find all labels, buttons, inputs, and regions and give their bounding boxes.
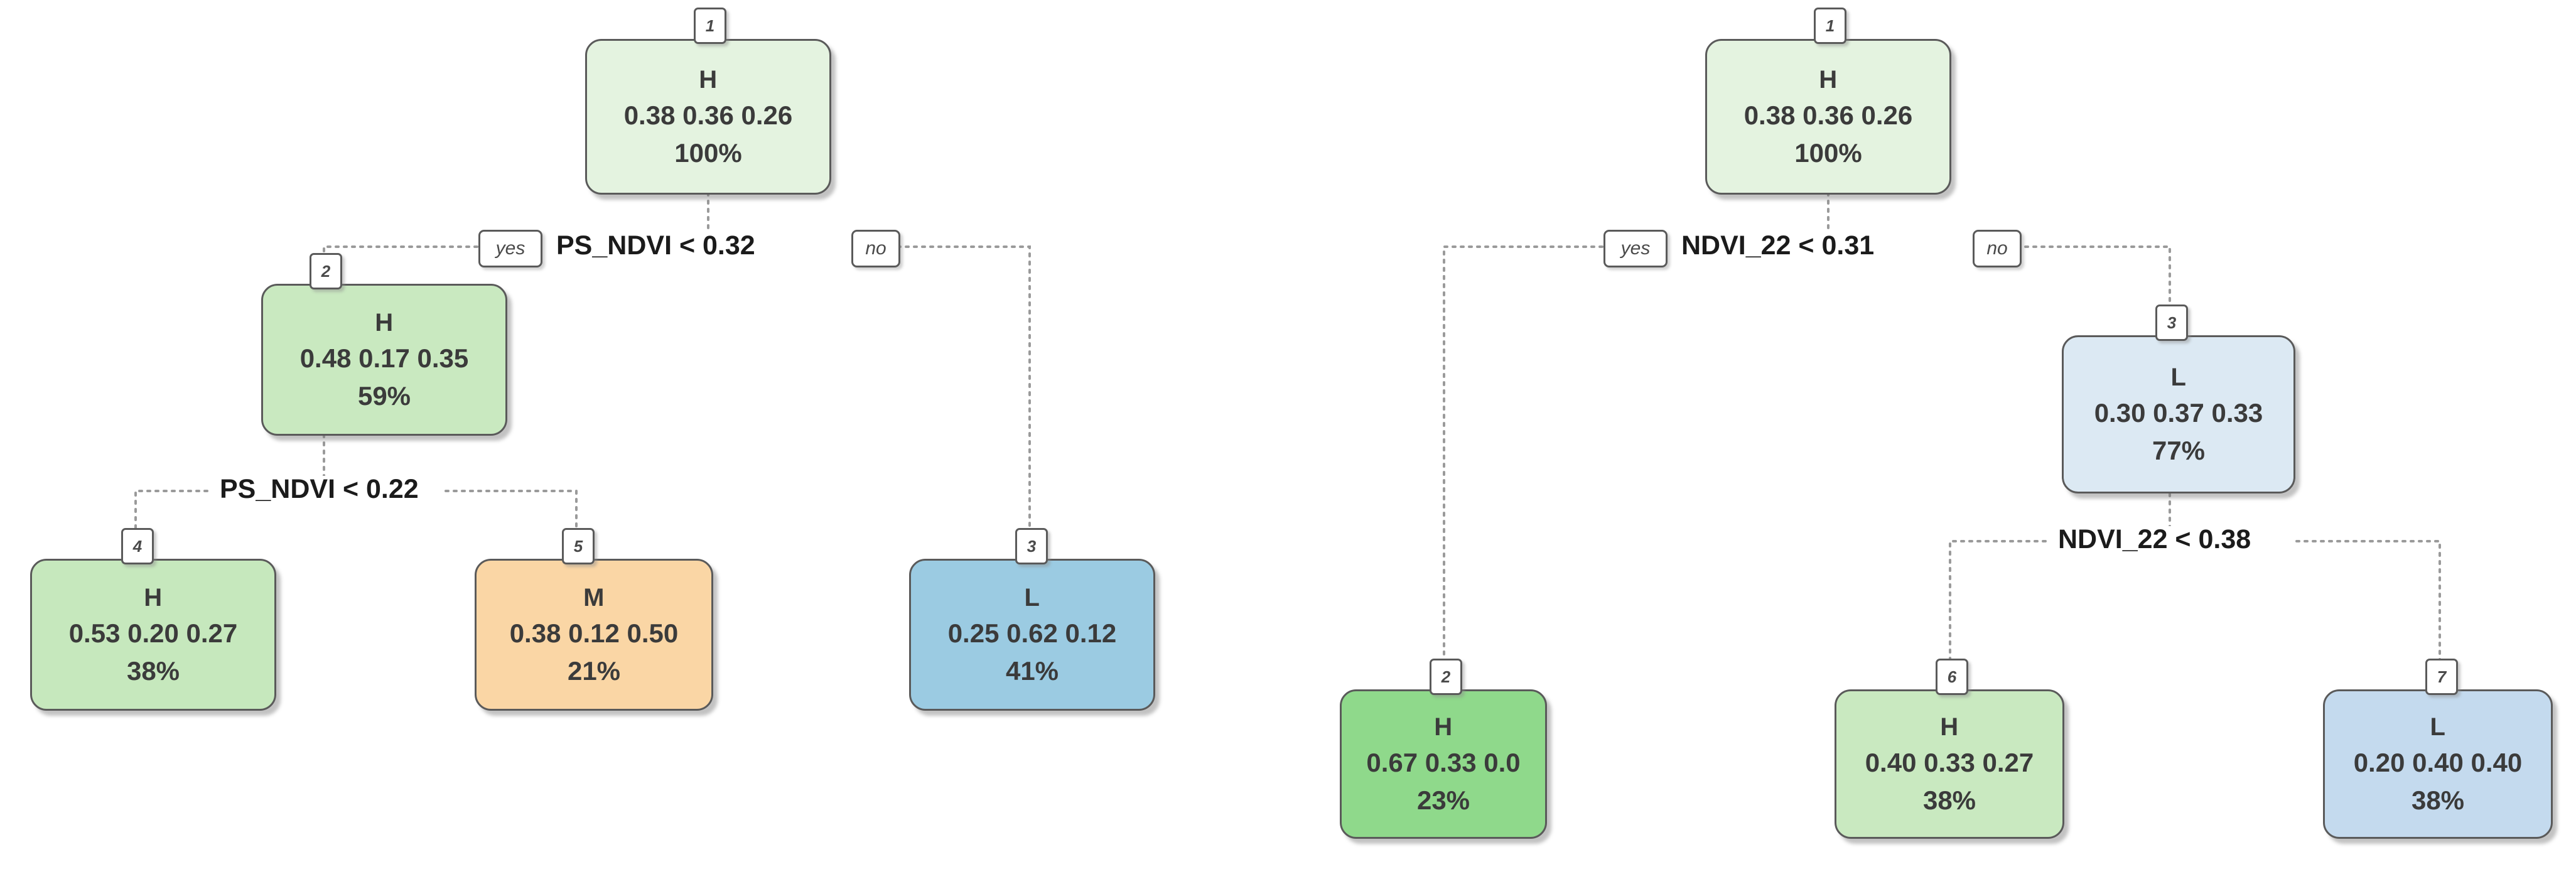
- node-id-tab-left-2: 2: [310, 253, 342, 289]
- node-probabilities: 0.30 0.37 0.33: [2094, 398, 2263, 428]
- node-class-label: L: [2170, 364, 2187, 391]
- split-label-left-2: PS_NDVI < 0.22: [213, 476, 425, 503]
- node-class-label: M: [583, 584, 605, 612]
- node-class-label: L: [1024, 584, 1040, 612]
- node-class-label: H: [1819, 66, 1838, 94]
- node-probabilities: 0.25 0.62 0.12: [947, 618, 1117, 648]
- split-label-left-1: PS_NDVI < 0.32: [550, 232, 762, 259]
- tree-node-right-2[interactable]: H 0.67 0.33 0.0 23%: [1340, 689, 1547, 839]
- node-percent: 77%: [2152, 436, 2206, 465]
- tree-node-right-3[interactable]: L 0.30 0.37 0.33 77%: [2062, 335, 2295, 493]
- node-id-tab-right-3: 3: [2155, 305, 2188, 341]
- node-probabilities: 0.38 0.36 0.26: [623, 100, 793, 130]
- tree-node-left-2[interactable]: H 0.48 0.17 0.35 59%: [261, 284, 507, 436]
- tree-node-left-5[interactable]: M 0.38 0.12 0.50 21%: [475, 559, 713, 711]
- node-id-tab-left-4: 4: [121, 528, 154, 564]
- node-probabilities: 0.40 0.33 0.27: [1865, 748, 2034, 777]
- node-id-tab-left-1: 1: [694, 8, 726, 44]
- branch-label-no-right-1: no: [1973, 230, 2022, 267]
- node-probabilities: 0.53 0.20 0.27: [68, 618, 238, 648]
- node-id-tab-right-1: 1: [1814, 8, 1846, 44]
- node-percent: 21%: [567, 656, 621, 686]
- edge-right-1-3: [2016, 245, 2171, 337]
- node-id-tab-left-3: 3: [1015, 528, 1048, 564]
- node-probabilities: 0.48 0.17 0.35: [299, 343, 469, 373]
- tree-node-right-7[interactable]: L 0.20 0.40 0.40 38%: [2323, 689, 2553, 839]
- tree-node-right-6[interactable]: H 0.40 0.33 0.27 38%: [1835, 689, 2064, 839]
- branch-label-no-left-1: no: [851, 230, 900, 267]
- node-probabilities: 0.67 0.33 0.0: [1366, 748, 1521, 777]
- node-id-tab-right-2: 2: [1430, 659, 1462, 695]
- node-percent: 38%: [1922, 785, 1976, 815]
- node-class-label: L: [2430, 713, 2446, 741]
- node-percent: 59%: [357, 381, 411, 411]
- split-label-right-2: NDVI_22 < 0.38: [2052, 526, 2258, 553]
- node-class-label: H: [144, 584, 163, 612]
- node-percent: 38%: [2411, 785, 2465, 815]
- node-id-tab-right-7: 7: [2425, 659, 2458, 695]
- node-percent: 23%: [1416, 785, 1470, 815]
- node-probabilities: 0.38 0.36 0.26: [1743, 100, 1913, 130]
- edge-left-1-3: [888, 245, 1031, 560]
- node-class-label: H: [375, 309, 394, 337]
- node-percent: 41%: [1005, 656, 1059, 686]
- edge-left-2-5: [445, 490, 578, 560]
- edge-left-1-2: [323, 245, 478, 285]
- edge-right-1-2: [1443, 245, 1603, 691]
- tree-node-left-1[interactable]: H 0.38 0.36 0.26 100%: [585, 39, 831, 195]
- tree-node-left-3[interactable]: L 0.25 0.62 0.12 41%: [909, 559, 1155, 711]
- tree-node-left-4[interactable]: H 0.53 0.20 0.27 38%: [30, 559, 276, 711]
- node-probabilities: 0.38 0.12 0.50: [509, 618, 679, 648]
- node-percent: 100%: [674, 138, 742, 168]
- tree-node-right-1[interactable]: H 0.38 0.36 0.26 100%: [1705, 39, 1951, 195]
- edge-right-3-7: [2295, 540, 2441, 691]
- node-percent: 38%: [126, 656, 180, 686]
- node-class-label: H: [1434, 713, 1453, 741]
- node-id-tab-right-6: 6: [1936, 659, 1968, 695]
- split-label-right-1: NDVI_22 < 0.31: [1675, 232, 1881, 259]
- node-id-tab-left-5: 5: [562, 528, 595, 564]
- node-percent: 100%: [1794, 138, 1862, 168]
- branch-label-yes-left-1: yes: [478, 230, 542, 267]
- node-class-label: H: [1940, 713, 1959, 741]
- node-class-label: H: [699, 66, 718, 94]
- branch-label-yes-right-1: yes: [1603, 230, 1668, 267]
- node-probabilities: 0.20 0.40 0.40: [2353, 748, 2523, 777]
